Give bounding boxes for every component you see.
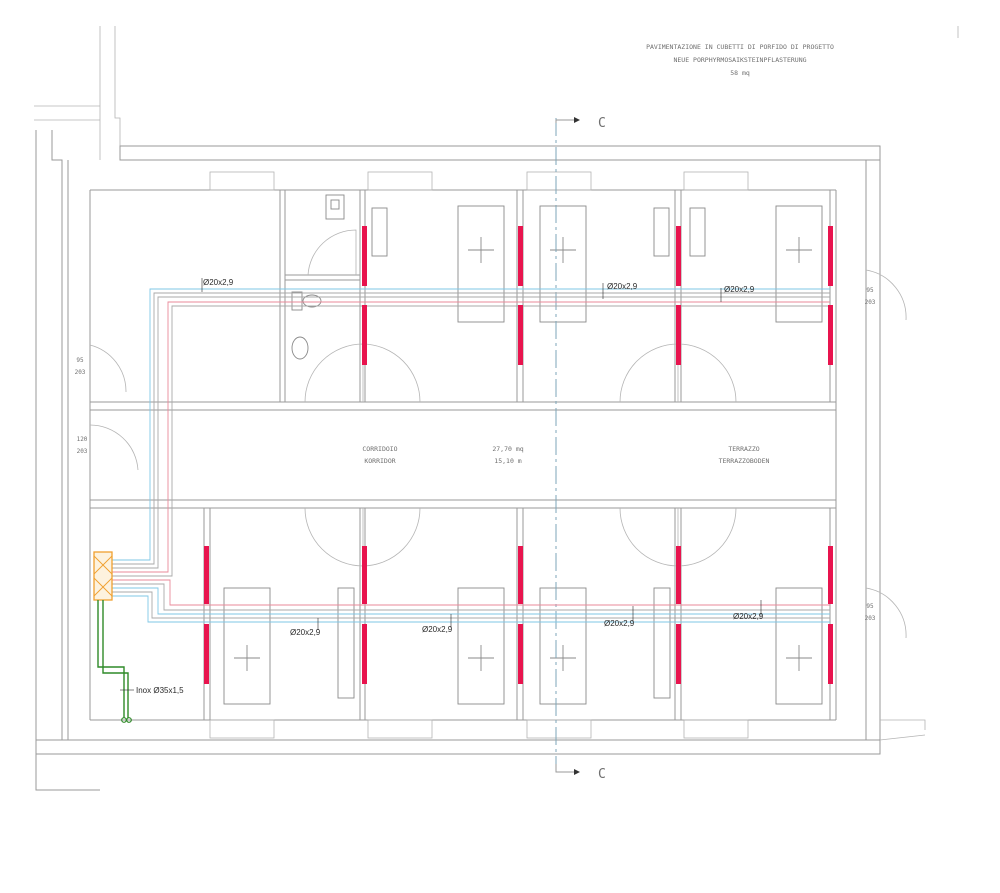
door-label-left-upper-height: 203 [75, 369, 86, 376]
pipe-label-top-2: Ø20x2,9 [607, 282, 638, 291]
washbasin-icon [291, 336, 309, 360]
heater-icon [518, 624, 523, 684]
door-label-right-lower-height: 203 [865, 615, 876, 622]
door-label-right-lower-width: 95 [866, 603, 874, 610]
windows [209, 171, 749, 739]
main-supply-pipe: Inox Ø35x1,5 [97, 600, 184, 723]
inox-pipe-label: Inox Ø35x1,5 [136, 686, 184, 695]
door-label-right-upper-width: 95 [866, 287, 874, 294]
furniture-lower [223, 587, 823, 705]
pipe-network [112, 288, 830, 623]
heater-icon [676, 305, 681, 365]
heater-icon [362, 226, 367, 286]
heater-icon [828, 546, 833, 604]
heater-icon [518, 305, 523, 365]
furniture-upper [371, 205, 823, 323]
section-label-top: C [598, 116, 606, 131]
partitions-upper [203, 190, 831, 720]
heater-icon [204, 546, 209, 604]
heater-icon [362, 546, 367, 604]
pipe-label-bottom-3: Ø20x2,9 [604, 619, 635, 628]
door-label-left-upper-width: 95 [76, 357, 84, 364]
corridor-label-it: CORRIDOIO [362, 445, 397, 453]
title-line-2: NEUE PORPHYRMOSAIKSTEINPFLASTERUNG [673, 56, 806, 64]
heater-icon [828, 305, 833, 365]
heater-icon [362, 624, 367, 684]
room-labels: CORRIDOIO KORRIDOR 27,70 mq 15,10 m TERR… [362, 445, 769, 465]
sink-icon [325, 194, 345, 220]
toilet-icon [291, 291, 303, 311]
pipe-label-bottom-1: Ø20x2,9 [290, 628, 321, 637]
heater-icon [204, 624, 209, 684]
title-line-1: PAVIMENTAZIONE IN CUBETTI DI PORFIDO DI … [646, 43, 834, 51]
pipe-label-bottom-2: Ø20x2,9 [422, 625, 453, 634]
terrace-label-de: TERRAZZOBODEN [719, 457, 770, 465]
heater-icon [518, 226, 523, 286]
heater-icon [676, 226, 681, 286]
manifold [93, 551, 113, 601]
sanitary-fixtures [291, 194, 345, 360]
door-label-left-lower-height: 203 [77, 448, 88, 455]
heater-icon [518, 546, 523, 604]
heater-icon [676, 546, 681, 604]
heater-icon [362, 305, 367, 365]
pipe-label-top-1: Ø20x2,9 [203, 278, 234, 287]
heater-icon [828, 624, 833, 684]
door-label-right-upper-height: 203 [865, 299, 876, 306]
door-labels: 95 203 120 203 95 203 95 203 [75, 287, 876, 622]
heater-icon [676, 624, 681, 684]
pipe-labels: Ø20x2,9 Ø20x2,9 Ø20x2,9 Ø20x2,9 Ø20x2,9 … [201, 278, 764, 637]
door-swings [89, 229, 907, 639]
door-label-left-lower-width: 120 [77, 436, 88, 443]
title-block: PAVIMENTAZIONE IN CUBETTI DI PORFIDO DI … [646, 43, 834, 77]
pipe-label-top-3: Ø20x2,9 [724, 285, 755, 294]
building-context [34, 26, 121, 160]
terrace-label-it: TERRAZZO [728, 445, 759, 453]
heaters [204, 226, 833, 684]
heater-icon [828, 226, 833, 286]
corridor-label-de: KORRIDOR [364, 457, 395, 465]
pipe-label-bottom-4: Ø20x2,9 [733, 612, 764, 621]
section-label-bottom: C [598, 767, 606, 782]
perimeter-label: 15,10 m [494, 457, 521, 465]
section-line-c: C C [555, 116, 606, 782]
area-label: 27,70 mq [492, 445, 523, 453]
title-line-3: 58 mq [730, 69, 750, 77]
